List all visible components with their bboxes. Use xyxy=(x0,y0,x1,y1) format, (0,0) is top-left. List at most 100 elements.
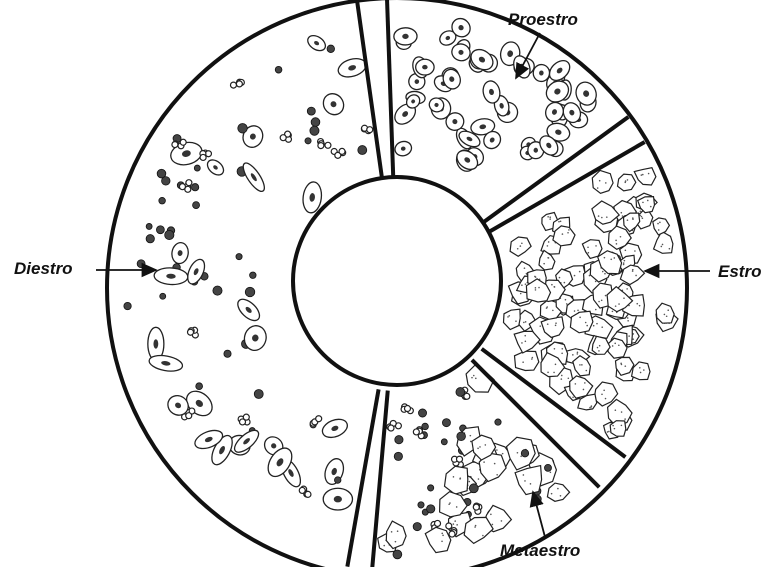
cornified-cell-dot xyxy=(502,453,504,455)
cornified-cell-dot xyxy=(572,354,574,356)
leukocyte xyxy=(238,124,248,134)
cornified-cell-dot xyxy=(521,284,523,286)
cornified-cell-dot xyxy=(549,218,551,220)
cornified-cell-dot xyxy=(597,347,599,349)
cornified-cell-dot xyxy=(587,246,589,248)
cornified-cell-dot xyxy=(589,407,591,409)
leukocyte xyxy=(441,439,447,445)
cornified-cell-dot xyxy=(586,325,588,327)
leukocyte-cluster xyxy=(473,504,479,510)
leukocyte-cluster xyxy=(464,393,470,399)
cornified-cell-dot xyxy=(601,299,603,301)
cornified-cell-dot xyxy=(524,335,526,337)
cornified-cell-dot xyxy=(485,444,487,446)
leukocyte xyxy=(236,254,242,260)
cornified-cell-dot xyxy=(632,217,634,219)
cornified-cell-dot xyxy=(626,288,628,290)
leukocyte xyxy=(305,138,311,144)
cornified-cell-dot xyxy=(610,259,612,261)
leukocyte xyxy=(162,177,170,185)
cornified-cell-dot xyxy=(558,221,560,223)
cornified-cell-dot xyxy=(664,314,666,316)
cornified-cell-dot xyxy=(608,431,610,433)
cornified-cell-dot xyxy=(601,217,603,219)
leukocyte-cluster xyxy=(179,184,185,190)
cornified-cell-dot xyxy=(562,233,564,235)
cornified-cell-dot xyxy=(612,425,614,427)
cornified-cell-dot xyxy=(605,398,607,400)
cornified-cell-dot xyxy=(494,463,496,465)
leukocyte-cluster xyxy=(339,148,345,154)
cornified-cell xyxy=(515,466,542,495)
cornified-cell-dot xyxy=(632,269,634,271)
cornified-cell-dot xyxy=(555,322,557,324)
cornified-cell-dot xyxy=(561,352,563,354)
cornified-cell xyxy=(547,483,569,501)
cornified-cell xyxy=(425,527,451,552)
leukocyte-cluster xyxy=(305,491,311,497)
cornified-cell-dot xyxy=(612,311,614,313)
label-estro: Estro xyxy=(718,262,761,282)
cornified-cell-dot xyxy=(601,326,603,328)
cornified-cell xyxy=(618,174,636,191)
cornified-cell-dot xyxy=(470,435,472,437)
cornified-cell-dot xyxy=(579,317,581,319)
cornified-cell-dot xyxy=(585,370,587,372)
cornified-cell-dot xyxy=(453,476,455,478)
cornified-cell-dot xyxy=(474,526,476,528)
cornified-cell-dot xyxy=(561,375,563,377)
epithelial-cell-nucleus xyxy=(153,339,158,348)
cornified-cell-dot xyxy=(575,383,577,385)
cornified-cell-dot xyxy=(538,287,540,289)
cornified-cell-dot xyxy=(636,303,638,305)
leukocyte-cluster xyxy=(318,143,324,149)
cornified-cell-dot xyxy=(496,449,498,451)
cornified-cell-dot xyxy=(395,541,397,543)
leukocyte xyxy=(521,450,528,457)
leukocyte xyxy=(124,302,131,309)
cornified-cell-dot xyxy=(623,264,625,266)
cornified-cell-dot xyxy=(579,271,581,273)
leukocyte-cluster xyxy=(449,531,455,537)
cornified-cell-dot xyxy=(596,323,598,325)
cornified-cell-dot xyxy=(616,243,618,245)
cornified-cell-dot xyxy=(479,446,481,448)
cornified-cell-dot xyxy=(627,317,629,319)
cornified-cell xyxy=(610,421,626,437)
leukocyte xyxy=(307,107,315,115)
cornified-cell-dot xyxy=(483,461,485,463)
divider-line xyxy=(387,0,393,179)
leukocyte xyxy=(165,230,174,239)
cornified-cell xyxy=(653,218,670,235)
cornified-cell-dot xyxy=(666,315,668,317)
cornified-cell-dot xyxy=(667,309,669,311)
cornified-cell-dot xyxy=(657,223,659,225)
leukocyte xyxy=(191,184,198,191)
cornified-cell-dot xyxy=(581,364,583,366)
leukocyte xyxy=(194,165,200,171)
cornified-cell-dot xyxy=(598,215,600,217)
cornified-cell-dot xyxy=(595,281,597,283)
cornified-cell-dot xyxy=(547,372,549,374)
cornified-cell-dot xyxy=(517,248,519,250)
cornified-cell-dot xyxy=(624,182,626,184)
leukocyte xyxy=(422,423,429,430)
leukocyte-cluster xyxy=(316,416,322,422)
leukocyte-cluster xyxy=(413,429,419,435)
cornified-cell-dot xyxy=(520,456,522,458)
cornified-cell-dot xyxy=(560,220,562,222)
cornified-cell-dot xyxy=(555,325,557,327)
cornified-cell-dot xyxy=(669,248,671,250)
leukocyte xyxy=(193,202,200,209)
leukocyte xyxy=(245,287,255,297)
cornified-cell-dot xyxy=(507,316,509,318)
cornified-cell-dot xyxy=(441,540,443,542)
cornified-cell-dot xyxy=(576,353,578,355)
leukocyte xyxy=(457,432,466,441)
cornified-cell-dot xyxy=(623,262,625,264)
cornified-cell-dot xyxy=(614,257,616,259)
cornified-cell-dot xyxy=(583,389,585,391)
leukocyte-cluster xyxy=(446,523,452,529)
cornified-cell-dot xyxy=(520,245,522,247)
cornified-cell-dot xyxy=(532,357,534,359)
